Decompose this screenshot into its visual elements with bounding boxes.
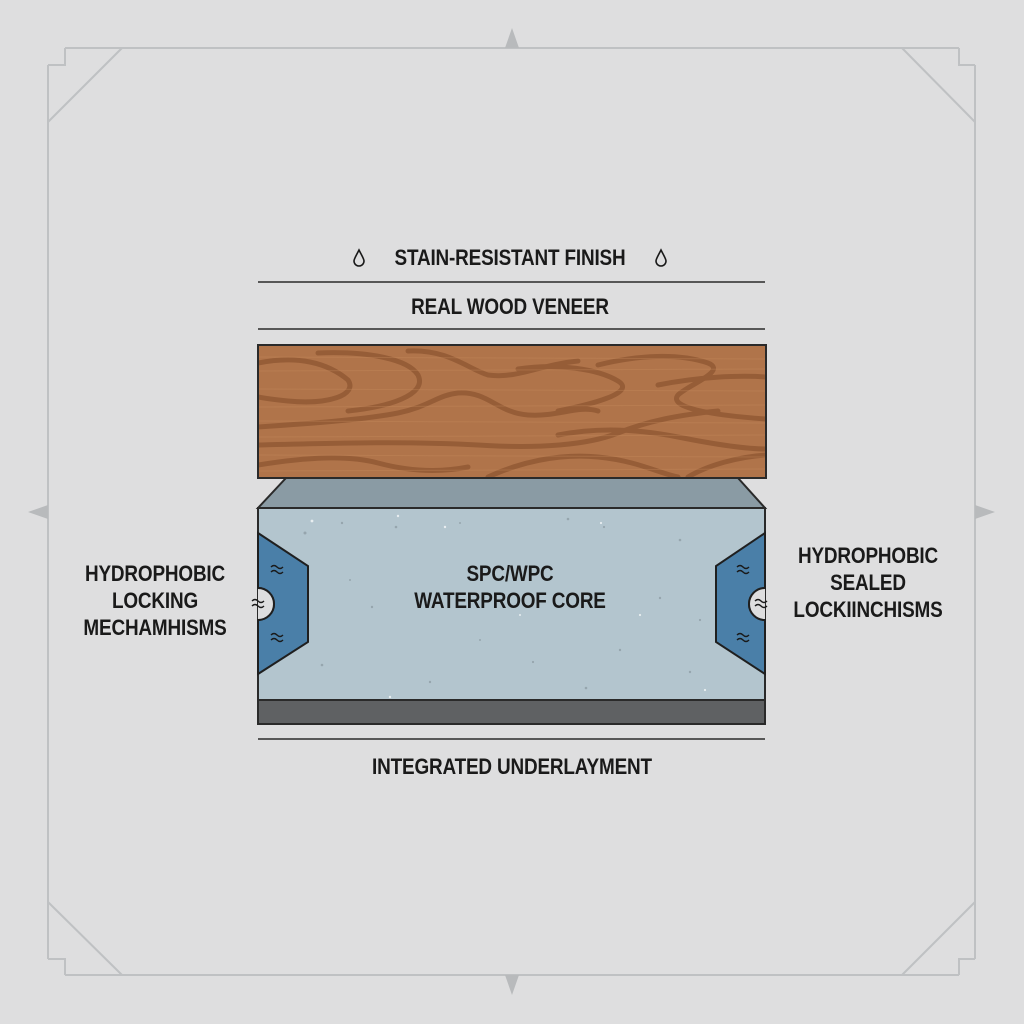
core-label: SPC/WPC WATERPROOF CORE (398, 560, 622, 614)
water-drop-icon (655, 248, 667, 267)
left-locking-mechanism (251, 531, 309, 676)
frame-arrow-markers (28, 28, 995, 995)
right-callout-line-3: LOCKIINCHISMS (793, 597, 943, 622)
water-wave-icon (251, 564, 284, 643)
left-callout-line-2: LOCKING (111, 588, 199, 613)
left-callout: HYDROPHOBIC LOCKING MECHAMHISMS (69, 560, 241, 641)
right-locking-mechanism (715, 531, 768, 676)
water-wave-icon (736, 564, 768, 643)
separator-lines (258, 281, 765, 740)
right-callout-line-1: HYDROPHOBIC (797, 543, 939, 568)
veneer-label: REAL WOOD VENEER (411, 294, 609, 319)
finish-label: STAIN-RESISTANT FINISH (394, 245, 626, 270)
core-label-line-1: SPC/WPC (466, 561, 554, 586)
right-callout: HYDROPHOBIC SEALED LOCKIINCHISMS (782, 542, 954, 623)
core-label-line-2: WATERPROOF CORE (414, 588, 606, 613)
core-speckles (303, 517, 702, 690)
left-callout-line-1: HYDROPHOBIC (84, 561, 226, 586)
water-drop-icon (353, 248, 365, 267)
core-speckles-light (310, 514, 707, 699)
core-bevel (255, 477, 768, 509)
underlayment-layer (257, 699, 766, 725)
wood-veneer-layer (257, 344, 767, 479)
right-callout-line-2: SEALED (830, 570, 906, 595)
left-callout-line-3: MECHAMHISMS (83, 615, 227, 640)
underlayment-label: INTEGRATED UNDERLAYMENT (372, 754, 652, 779)
